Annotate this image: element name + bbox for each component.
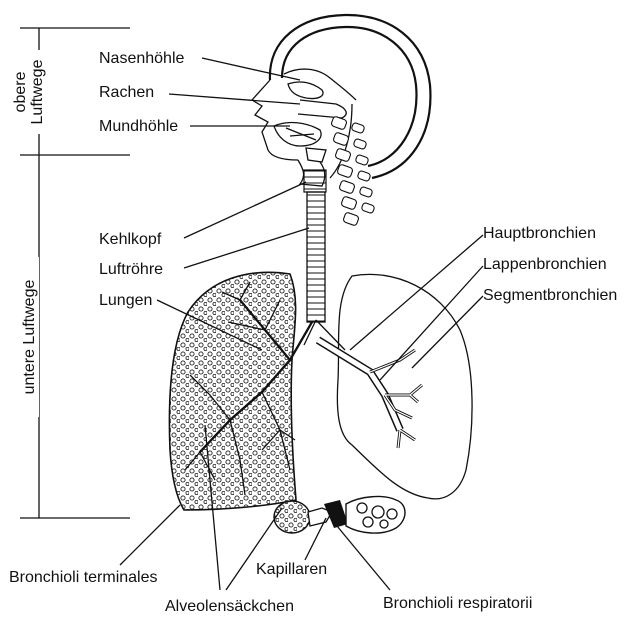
label-alveolensaeckchen: Alveolensäckchen [165,598,294,615]
label-bronchioli-respiratorii: Bronchioli respiratorii [383,595,532,612]
label-kapillaren: Kapillaren [256,561,327,578]
label-lungen: Lungen [99,292,152,309]
label-kehlkopf: Kehlkopf [99,231,162,248]
label-segmentbronchien: Segmentbronchien [483,287,617,304]
label-hauptbronchien: Hauptbronchien [483,225,596,242]
label-bronchioli-terminales: Bronchioli terminales [9,569,158,586]
lower-airways-label: untere Luftwege [19,257,39,417]
right-lung [318,274,472,498]
upper-airways-label: obere Luftwege [9,50,46,134]
left-lung [169,272,312,510]
trachea [307,192,325,322]
label-mundhoehle: Mundhöhle [99,118,178,135]
lower-airways-label-text: untere Luftwege [21,280,38,395]
label-rachen: Rachen [99,84,154,101]
label-nasenhoehle: Nasenhöhle [99,50,185,67]
label-luftroehre: Luftröhre [99,261,163,278]
upper-airways-label-line2: Luftwege [29,59,46,124]
label-lappenbronchien: Lappenbronchien [483,256,607,273]
upper-airways-label-line1: obere [12,71,29,112]
alveolar-cluster-detail [274,497,405,534]
